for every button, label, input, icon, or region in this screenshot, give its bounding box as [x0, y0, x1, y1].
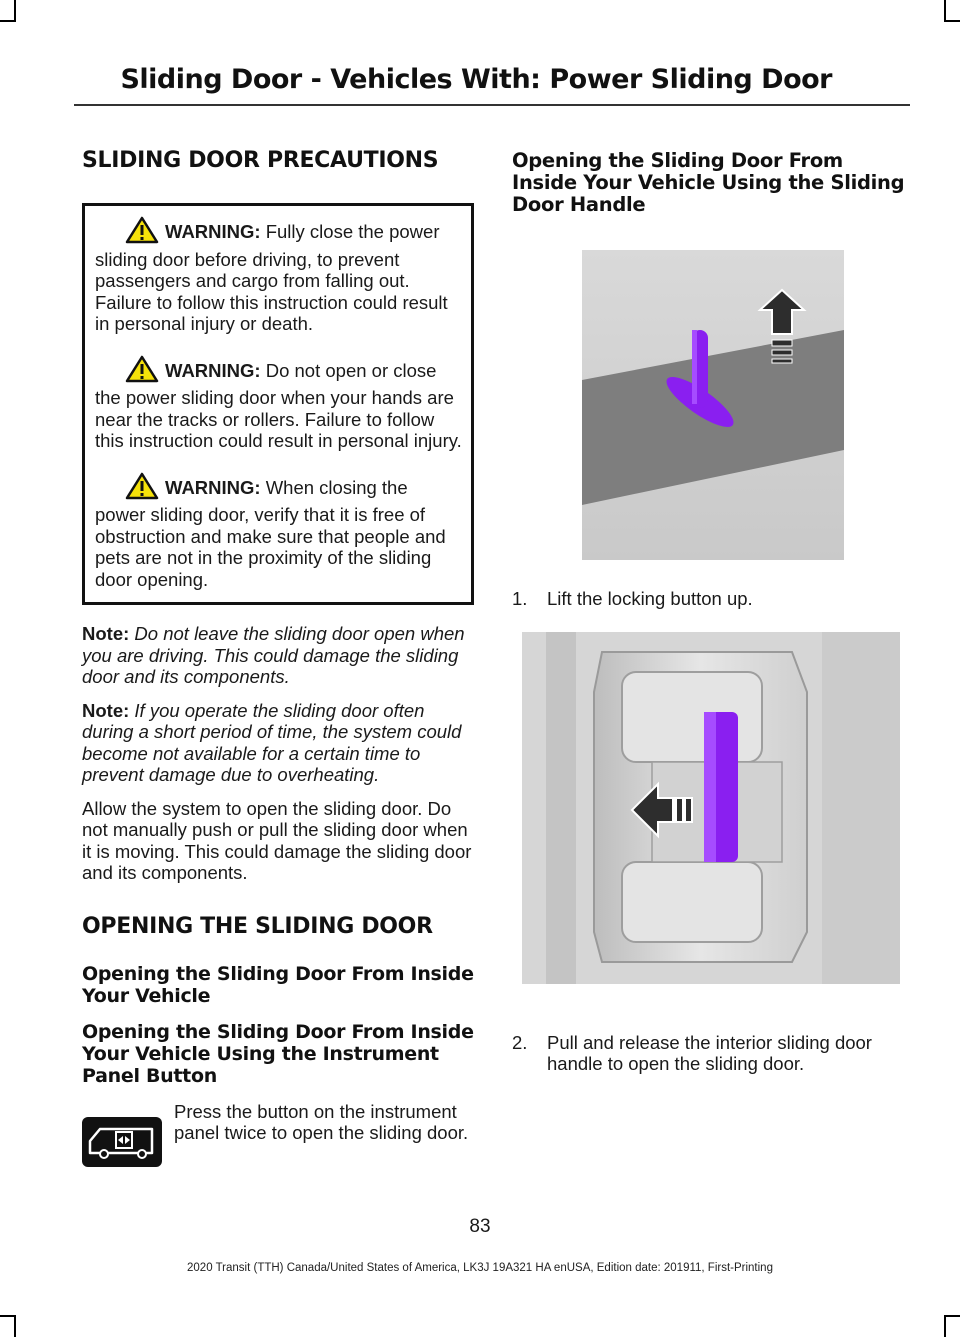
crop-mark	[944, 1315, 960, 1317]
note-label: Note:	[82, 623, 130, 644]
sliding-door-button-icon	[82, 1116, 162, 1167]
door-handle-figure	[522, 631, 900, 984]
crop-mark	[14, 1315, 16, 1337]
crop-mark	[14, 0, 16, 22]
warning-triangle-icon	[125, 355, 159, 388]
crop-mark	[0, 1315, 16, 1317]
warning-text: When closing the power sliding door, ver…	[95, 476, 446, 590]
step-number: 2.	[512, 1031, 528, 1053]
subsection-title-inside: Opening the Sliding Door From Inside You…	[82, 962, 474, 1007]
step-number: 1.	[512, 588, 528, 609]
warning-text: Do not open or close the power sliding d…	[95, 359, 462, 452]
warning-box: WARNING: Fully close the power sliding d…	[82, 203, 474, 605]
body-paragraph: Allow the system to open the sliding doo…	[82, 797, 472, 884]
crop-mark	[944, 0, 946, 22]
warning-triangle-icon	[125, 216, 159, 249]
warning-label: WARNING:	[165, 221, 261, 242]
section-title-opening: OPENING THE SLIDING DOOR	[82, 913, 433, 939]
note-label: Note:	[82, 699, 130, 721]
crop-mark	[944, 20, 960, 22]
header-rule	[74, 104, 910, 106]
warning-text: Fully close the power sliding door befor…	[95, 221, 448, 334]
crop-mark	[0, 20, 16, 22]
note: Note: If you operate the sliding door of…	[82, 700, 474, 786]
warning-item: WARNING: When closing the power sliding …	[95, 472, 463, 591]
note: Note: Do not leave the sliding door open…	[82, 623, 474, 688]
section-title-precautions: SLIDING DOOR PRECAUTIONS	[82, 148, 439, 173]
note-text: If you operate the sliding door often du…	[82, 699, 462, 786]
warning-label: WARNING:	[165, 476, 261, 498]
step-text: Lift the locking button up.	[547, 588, 753, 609]
page-footer: 2020 Transit (TTH) Canada/United States …	[187, 1262, 773, 1274]
step-item: 1. Lift the locking button up.	[512, 588, 910, 610]
page-header-title: Sliding Door - Vehicles With: Power Slid…	[120, 64, 832, 95]
note-text: Do not leave the sliding door open when …	[82, 623, 465, 687]
right-column: Opening the Sliding Door From Inside You…	[512, 142, 910, 1075]
left-column: SLIDING DOOR PRECAUTIONS WARNING: Fully …	[82, 142, 474, 1181]
panel-button-row: Press the button on the instrument panel…	[82, 1101, 474, 1181]
crop-mark	[944, 1315, 946, 1337]
page-number: 83	[469, 1216, 491, 1237]
warning-triangle-icon	[125, 472, 159, 505]
subsection-title-panel-button: Opening the Sliding Door From Inside You…	[82, 1020, 474, 1087]
step-text: Pull and release the interior sliding do…	[547, 1031, 872, 1075]
warning-label: WARNING:	[165, 359, 261, 381]
subsection-title-handle: Opening the Sliding Door From Inside You…	[512, 149, 905, 216]
panel-button-instructions: Press the button on the instrument panel…	[174, 1100, 469, 1144]
step-item: 2. Pull and release the interior sliding …	[512, 1032, 910, 1075]
warning-item: WARNING: Do not open or close the power …	[95, 355, 463, 452]
locking-button-figure	[582, 250, 844, 560]
warning-item: WARNING: Fully close the power sliding d…	[95, 216, 463, 335]
